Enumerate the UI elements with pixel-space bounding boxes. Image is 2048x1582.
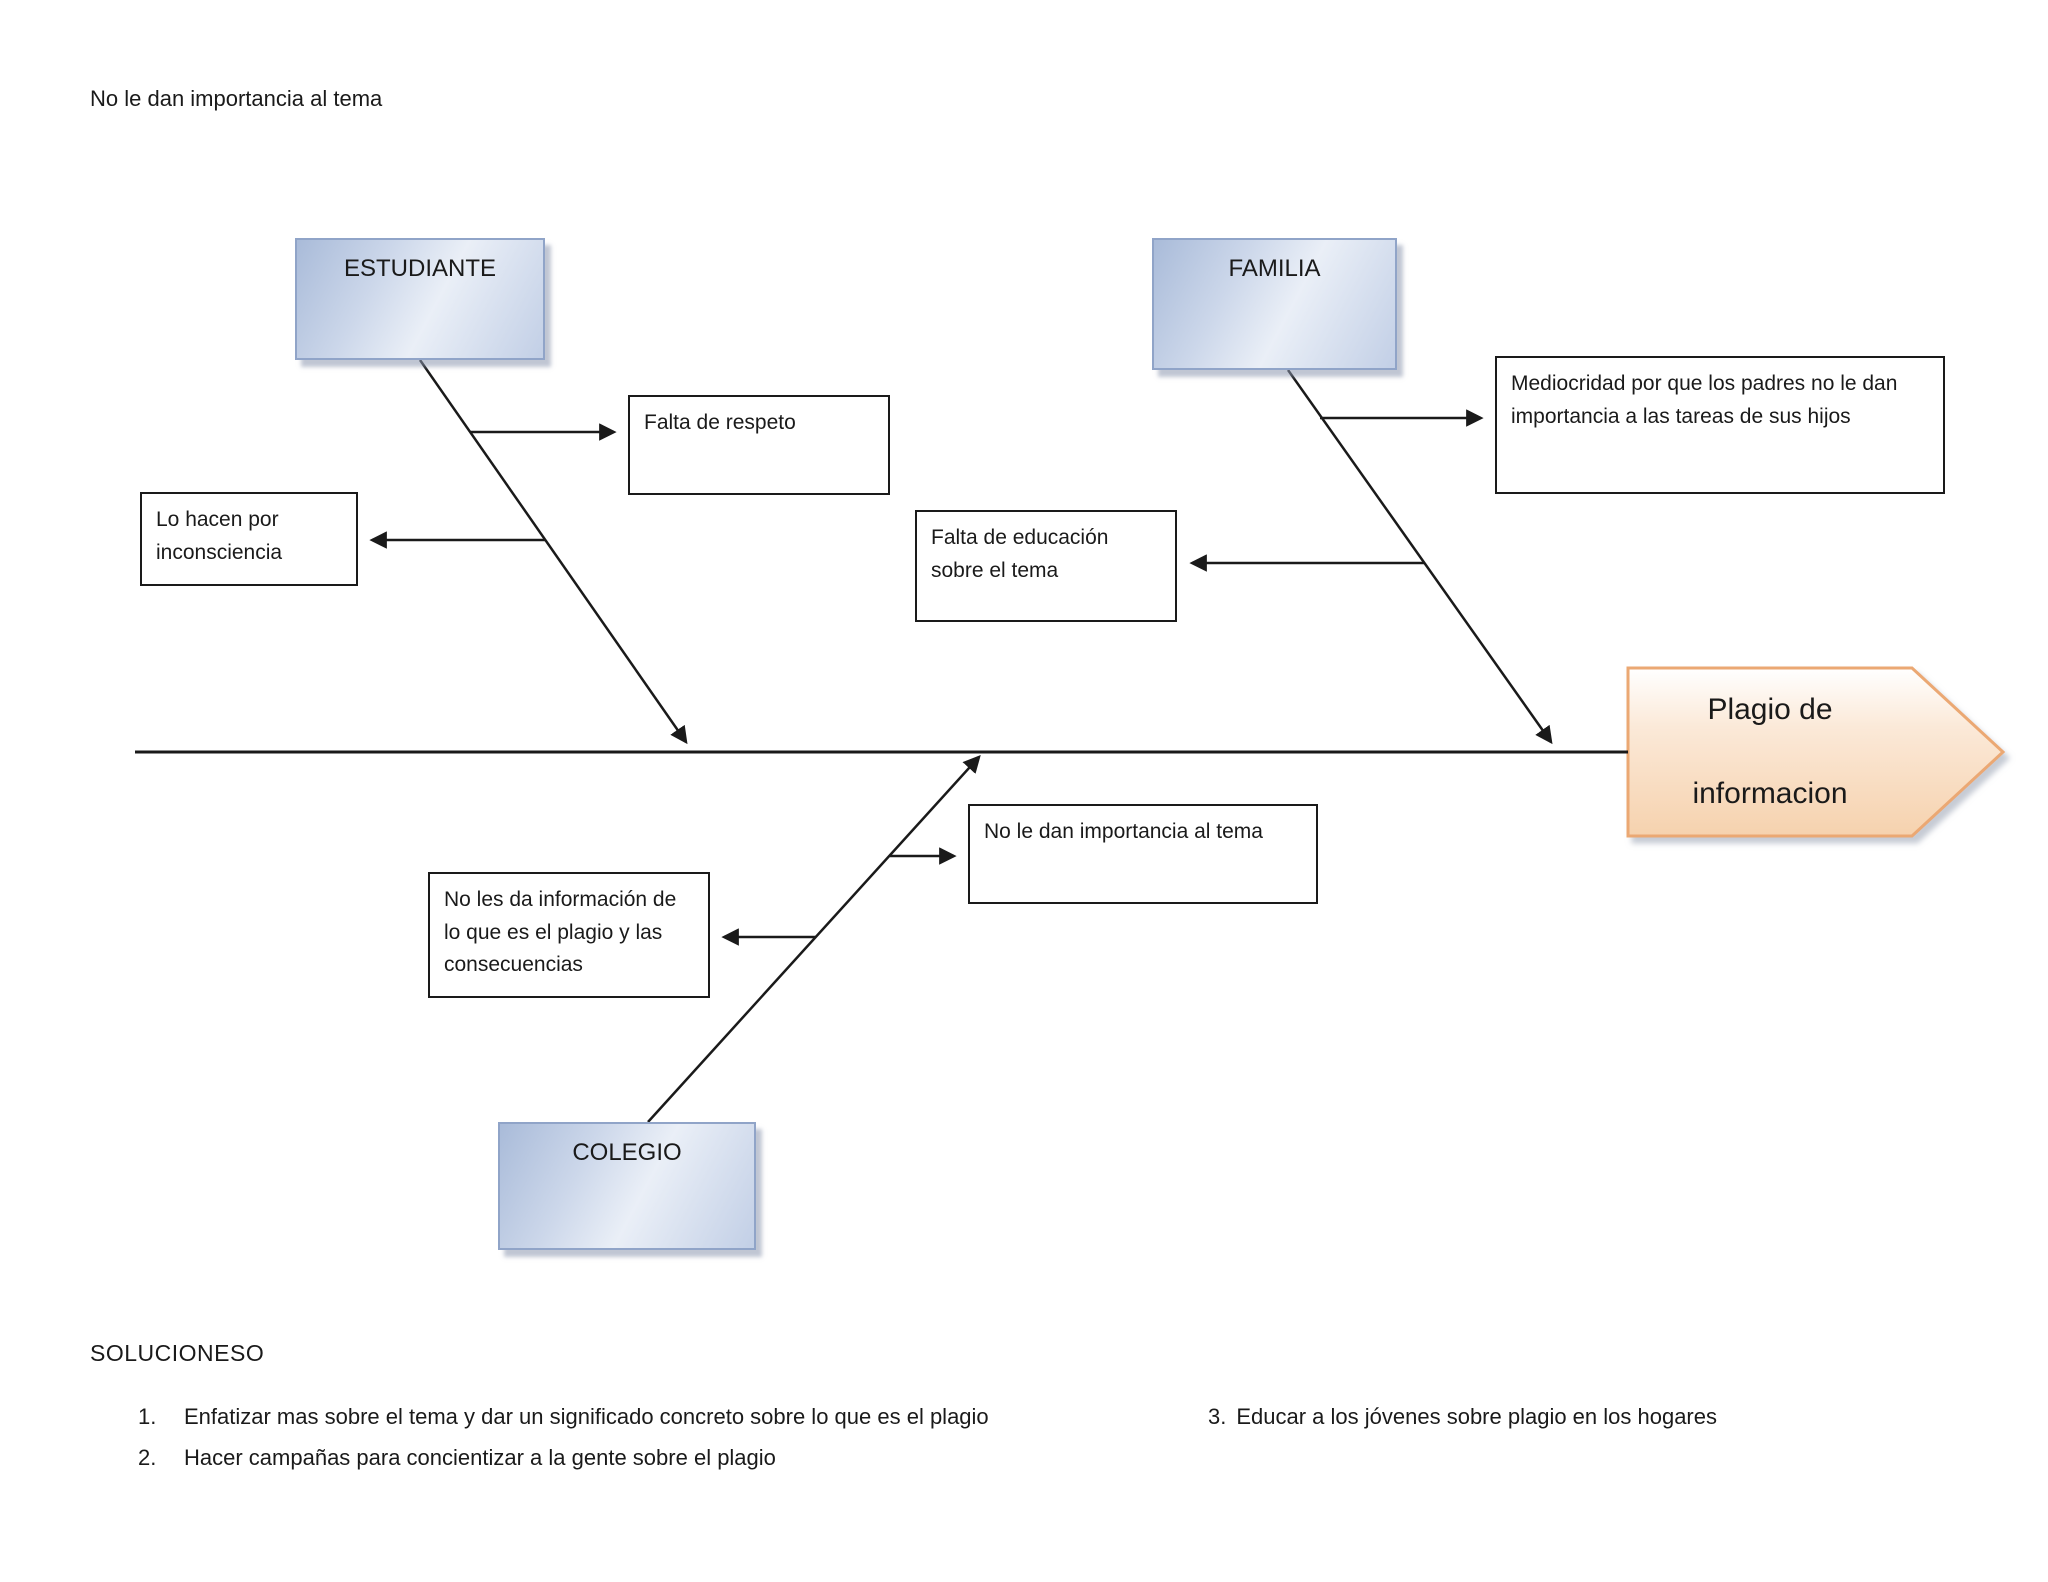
cause-box-falta-educacion: Falta de educación sobre el tema bbox=[915, 510, 1177, 622]
estudiante-bone bbox=[418, 359, 688, 745]
solution-item-2: 2. Hacer campañas para concientizar a la … bbox=[138, 1445, 776, 1471]
cause-box-mediocridad: Mediocridad por que los padres no le dan… bbox=[1495, 356, 1945, 494]
solution-text: Hacer campañas para concientizar a la ge… bbox=[184, 1445, 776, 1470]
effect-arrow-shape bbox=[1626, 666, 2006, 838]
solutions-heading: SOLUCIONESO bbox=[90, 1340, 265, 1366]
top-note: No le dan importancia al tema bbox=[90, 86, 383, 111]
solution-number: 3. bbox=[1208, 1404, 1227, 1429]
solutions-section: SOLUCIONESO 1. Enfatizar mas sobre el tem… bbox=[90, 1340, 1990, 1470]
cause-box-no-importancia: No le dan importancia al tema bbox=[968, 804, 1318, 904]
category-box-estudiante: ESTUDIANTE bbox=[295, 238, 545, 360]
category-label: ESTUDIANTE bbox=[343, 255, 496, 282]
category-box-colegio: COLEGIO bbox=[498, 1122, 756, 1250]
solution-number: 1. bbox=[138, 1404, 157, 1429]
solution-text: Educar a los jóvenes sobre plagio en los… bbox=[1236, 1404, 1717, 1429]
colegio-bone bbox=[647, 755, 981, 1123]
cause-box-no-informacion: No les da información de lo que es el pl… bbox=[428, 872, 710, 998]
category-label: FAMILIA bbox=[1228, 255, 1321, 282]
cause-box-falta-respeto: Falta de respeto bbox=[628, 395, 890, 495]
solution-number: 2. bbox=[138, 1445, 157, 1470]
solution-item-3: 3. Educar a los jóvenes sobre plagio en l… bbox=[1208, 1404, 1717, 1430]
cause-box-inconsciencia: Lo hacen por inconsciencia bbox=[140, 492, 358, 586]
solution-item-1: 1. Enfatizar mas sobre el tema y dar un s… bbox=[138, 1404, 989, 1430]
solution-text: Enfatizar mas sobre el tema y dar un sig… bbox=[184, 1404, 989, 1429]
familia-bone bbox=[1286, 369, 1553, 745]
category-box-familia: FAMILIA bbox=[1152, 238, 1397, 370]
category-label: COLEGIO bbox=[572, 1139, 682, 1166]
